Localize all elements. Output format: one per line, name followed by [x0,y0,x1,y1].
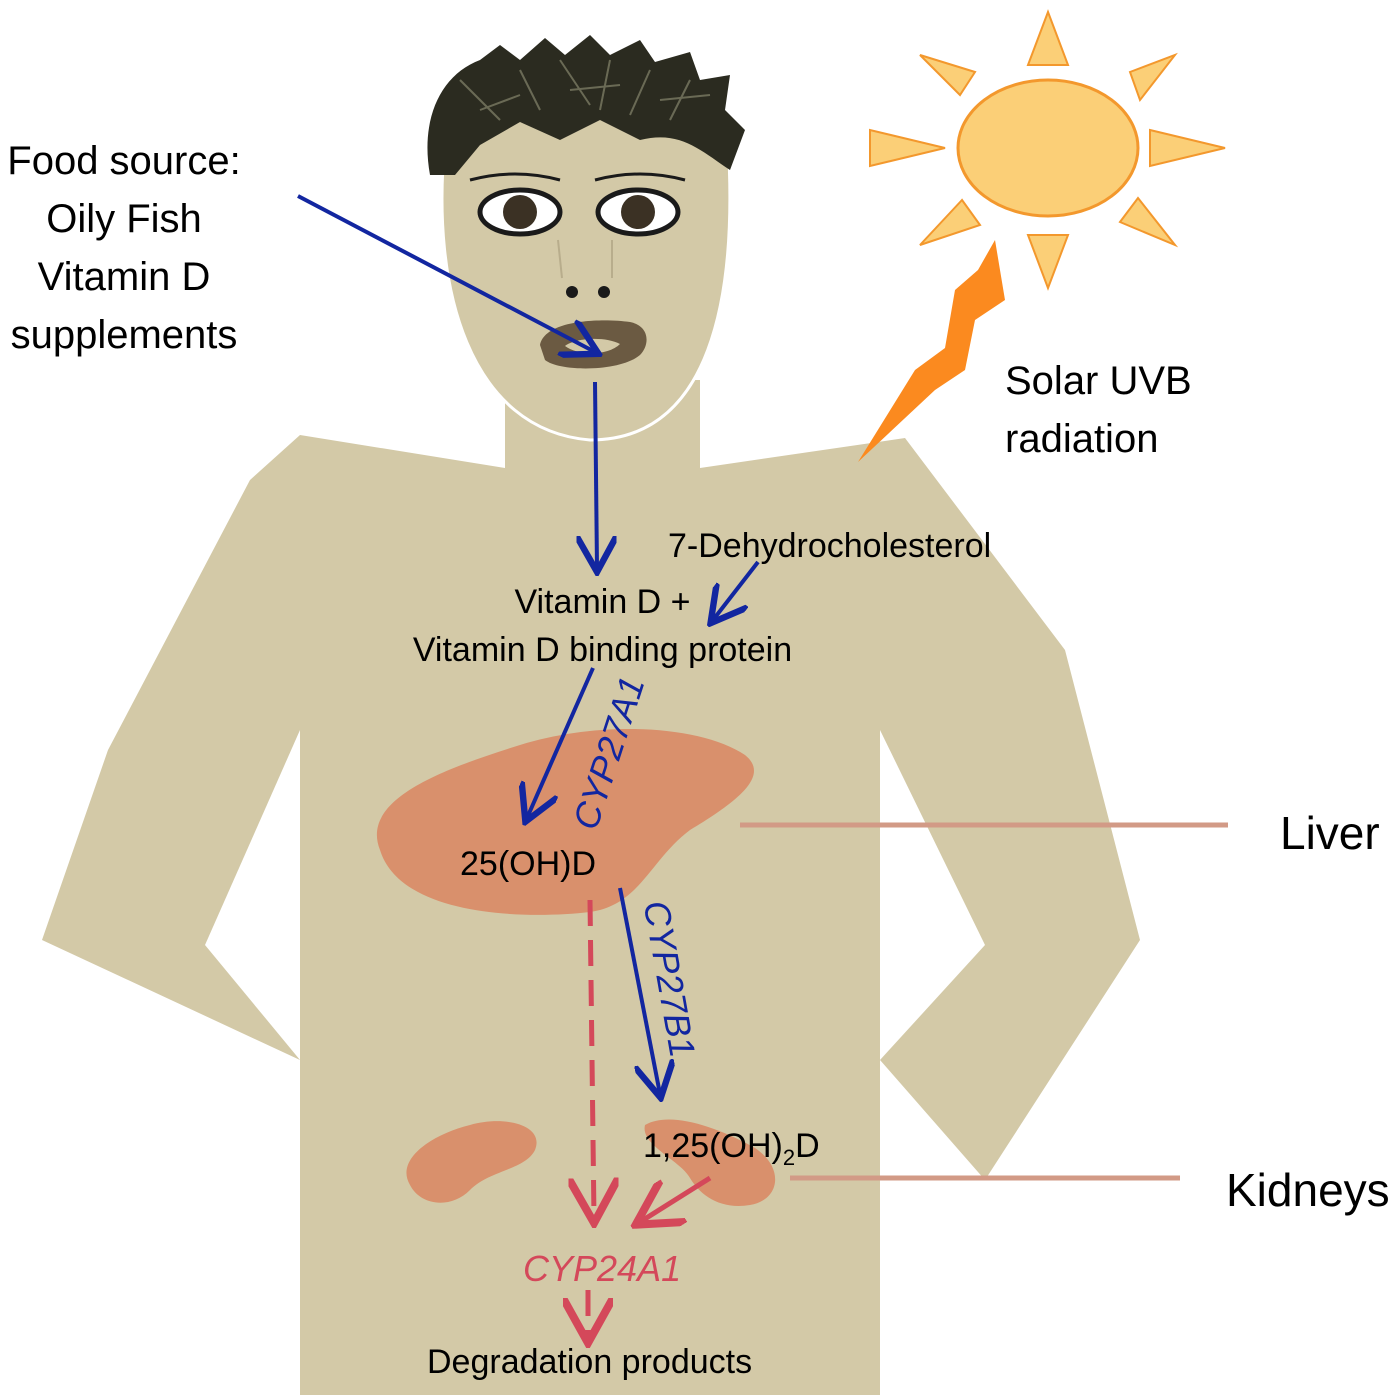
uvb-label: Solar UVB radiation [1005,352,1192,468]
food-line-4: supplements [10,313,238,357]
degradation-arrow-1 [590,899,594,1218]
vitamin-d-line-1: Vitamin D + [514,583,691,621]
precursor-label: 7-Dehydrocholesterol [668,527,992,565]
vitd-to-liver-arrow [527,667,595,818]
vitamin-d-label: Vitamin D + Vitamin D binding protein [390,578,815,674]
food-source-label: Food source: Oily Fish Vitamin D supplem… [0,132,248,364]
uvb-bolt-icon [858,240,1005,462]
nostril-left [566,286,578,298]
degradation-label: Degradation products [427,1343,753,1381]
kidney-left [406,1121,537,1203]
liver [376,728,754,915]
sun-icon [869,9,1226,291]
kidney-metabolite-prefix: 1,25(OH) [643,1127,783,1165]
right-armpit-gap [880,730,985,1060]
right-eyebrow [594,172,686,182]
head [440,116,732,442]
vitamin-d-line-2: Vitamin D binding protein [412,631,793,669]
kidney-degradation-arrow [640,1175,712,1222]
nostril-right [598,286,610,298]
nose [557,239,613,279]
enzyme-cyp24a1: CYP24A1 [523,1248,682,1289]
uvb-line-1: Solar UVB [1005,359,1192,403]
left-eye [477,187,563,237]
uvb-line-2: radiation [1005,417,1159,461]
kidney-metabolite-suffix: D [795,1127,820,1165]
hair [427,35,745,175]
food-line-1: Food source: [7,139,241,183]
kidney-right [644,1119,776,1206]
food-line-2: Oily Fish [46,197,202,241]
food-to-mouth-arrow [297,194,595,352]
dehydrocholesterol-arrow [713,560,760,620]
kidneys-label: Kidneys [1226,1164,1390,1216]
kidney-metabolite-label: 1,25(OH)2D [643,1122,820,1182]
liver-to-kidney-arrow [618,887,660,1094]
left-armpit-gap [205,730,300,1060]
left-eyebrow [469,172,561,182]
kidney-metabolite-subscript: 2 [782,1144,796,1170]
food-line-3: Vitamin D [37,255,211,299]
mouth-to-vitd-arrow [595,381,597,568]
liver-metabolite-label: 25(OH)D [460,845,597,883]
liver-label: Liver [1280,807,1380,859]
right-eye [595,187,681,237]
